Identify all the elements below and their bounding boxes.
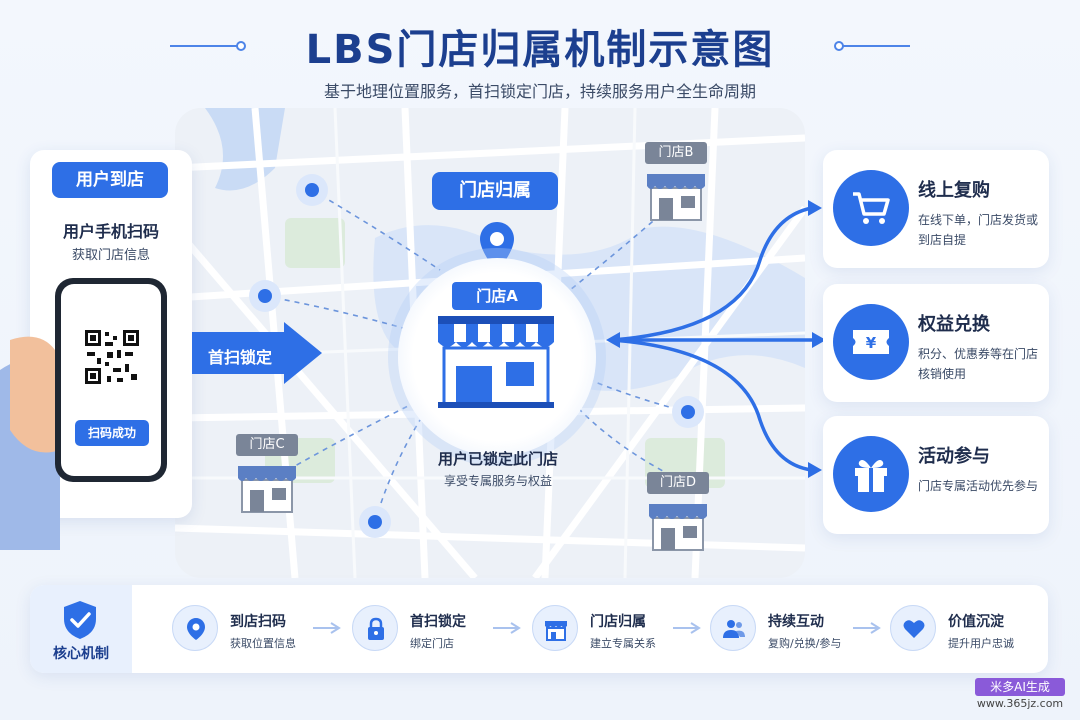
step-interaction-icon-circle — [710, 605, 756, 651]
step-arrow-icon — [853, 622, 881, 634]
title-row: LBS门店归属机制示意图 — [0, 18, 1080, 74]
gift-icon — [855, 460, 887, 492]
shield-check-icon — [64, 601, 96, 639]
card-benefit-redeem-desc: 积分、优惠券等在门店核销使用 — [918, 347, 1039, 381]
store-d-icon — [649, 504, 707, 551]
store-c-icon — [238, 466, 296, 513]
store-b-tag: 门店B — [645, 142, 707, 164]
store-b: 门店B — [641, 142, 711, 222]
card-benefit-redeem[interactable]: ¥ 权益兑换 积分、优惠券等在门店核销使用 — [823, 284, 1049, 402]
step-value-icon-circle — [890, 605, 936, 651]
card-benefit-redeem-title: 权益兑换 — [918, 314, 990, 335]
step-lock: 首扫锁定 绑定门店 — [352, 585, 522, 673]
step-value: 价值沉淀 提升用户忠诚 — [890, 585, 1060, 673]
watermark-brand: 米多AI生成 — [975, 678, 1065, 696]
step-value-title: 价值沉淀 — [948, 614, 1004, 630]
scan-title: 用户手机扫码 — [62, 222, 159, 241]
step-lock-title: 首扫锁定 — [410, 614, 466, 630]
cart-icon-circle — [833, 170, 909, 246]
core-mechanism-box: 核心机制 — [30, 585, 132, 673]
step-ownership-desc: 建立专属关系 — [590, 637, 656, 650]
title-decor-line-left — [170, 45, 240, 47]
first-scan-label: 首扫锁定 — [208, 348, 273, 367]
card-online-repurchase-desc: 在线下单，门店发货或到店自提 — [918, 213, 1039, 247]
cart-icon — [853, 192, 890, 224]
qr-code-icon — [83, 328, 141, 386]
step-ownership-title: 门店归属 — [590, 614, 646, 630]
step-interaction-desc: 复购/兑换/参与 — [768, 637, 842, 650]
locked-store-subtext: 享受专属服务与权益 — [443, 474, 552, 488]
step-interaction: 持续互动 复购/兑换/参与 — [710, 585, 880, 673]
store-ownership-pill: 门店归属 — [432, 172, 558, 210]
page-title: LBS门店归属机制示意图 — [305, 27, 775, 73]
step-ownership: 门店归属 建立专属关系 — [532, 585, 702, 673]
step-scan-desc: 获取位置信息 — [230, 637, 296, 650]
lock-icon — [368, 617, 384, 640]
scan-subtitle: 获取门店信息 — [71, 248, 150, 263]
step-scan-icon-circle — [172, 605, 218, 651]
store-c-tag: 门店C — [236, 434, 298, 456]
title-decor-line-right — [840, 45, 910, 47]
store-d-tag: 门店D — [647, 472, 709, 494]
first-scan-arrow-icon — [192, 322, 322, 384]
location-pin-icon — [187, 618, 205, 640]
store-a-tag: 门店A — [452, 282, 542, 310]
ticket-icon: ¥ — [853, 330, 889, 354]
gift-icon-circle — [833, 436, 909, 512]
watermark-url: www.365jz.com — [976, 697, 1064, 710]
step-arrow-icon — [313, 622, 341, 634]
step-interaction-title: 持续互动 — [768, 614, 824, 630]
store-a-icon — [438, 316, 554, 408]
step-scan-title: 到店扫码 — [230, 614, 286, 630]
step-arrow-icon — [493, 622, 521, 634]
title-decor-dot-left — [236, 41, 246, 51]
heart-icon — [903, 620, 925, 638]
user-arrive-pill: 用户到店 — [52, 162, 168, 198]
store-c: 门店C — [232, 434, 302, 514]
phone: 扫码成功 — [55, 278, 167, 482]
phone-screen: 扫码成功 — [61, 284, 161, 476]
store-b-icon — [647, 174, 705, 221]
step-arrow-icon — [673, 622, 701, 634]
step-value-desc: 提升用户忠诚 — [948, 637, 1014, 650]
hand-illustration — [0, 336, 60, 550]
locked-store-caption: 用户已锁定此门店 — [437, 450, 558, 468]
card-activity[interactable]: 活动参与 门店专属活动优先参与 — [823, 416, 1049, 534]
users-icon — [723, 620, 745, 638]
store-d: 门店D — [643, 472, 713, 552]
page-subtitle: 基于地理位置服务，首扫锁定门店，持续服务用户全生命周期 — [323, 82, 756, 101]
step-lock-icon-circle — [352, 605, 398, 651]
title-decor-dot-right — [834, 41, 844, 51]
card-online-repurchase[interactable]: 线上复购 在线下单，门店发货或到店自提 — [823, 150, 1049, 268]
card-online-repurchase-title: 线上复购 — [918, 180, 990, 201]
core-mechanism-label: 核心机制 — [53, 646, 109, 662]
svg-text:¥: ¥ — [866, 334, 877, 352]
step-scan: 到店扫码 获取位置信息 — [172, 585, 342, 673]
card-activity-title: 活动参与 — [918, 446, 990, 467]
watermark: 米多AI生成 www.365jz.com — [975, 678, 1065, 714]
scan-success-button[interactable]: 扫码成功 — [75, 420, 149, 446]
card-activity-desc: 门店专属活动优先参与 — [918, 479, 1039, 493]
step-ownership-icon-circle — [532, 605, 578, 651]
ticket-icon-circle: ¥ — [833, 304, 909, 380]
step-lock-desc: 绑定门店 — [410, 637, 454, 650]
core-mechanism-bar: 核心机制 到店扫码 获取位置信息 首扫锁定 绑定门店 — [30, 585, 1048, 673]
store-icon — [545, 621, 567, 641]
